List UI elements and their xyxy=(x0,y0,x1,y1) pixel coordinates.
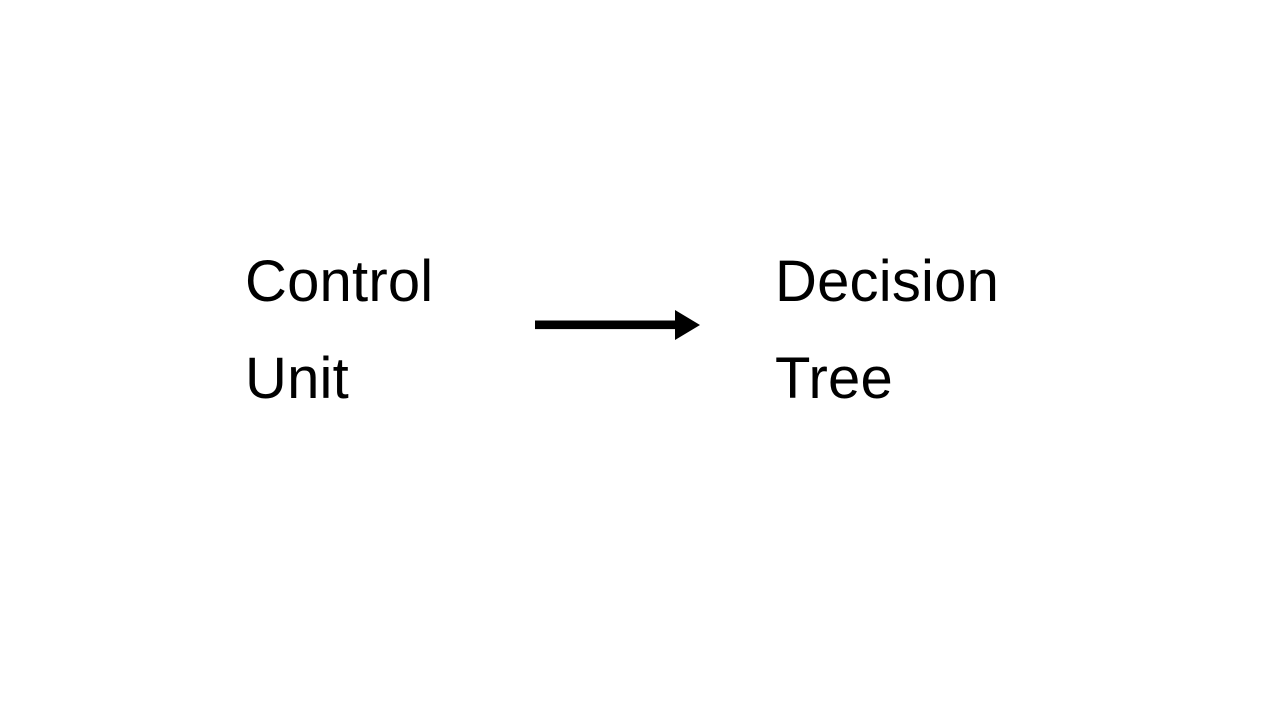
node-decision-tree: Decision Tree xyxy=(775,249,1000,411)
node-control-unit: Control Unit xyxy=(245,249,434,411)
flow-arrow-right-icon xyxy=(530,302,706,348)
